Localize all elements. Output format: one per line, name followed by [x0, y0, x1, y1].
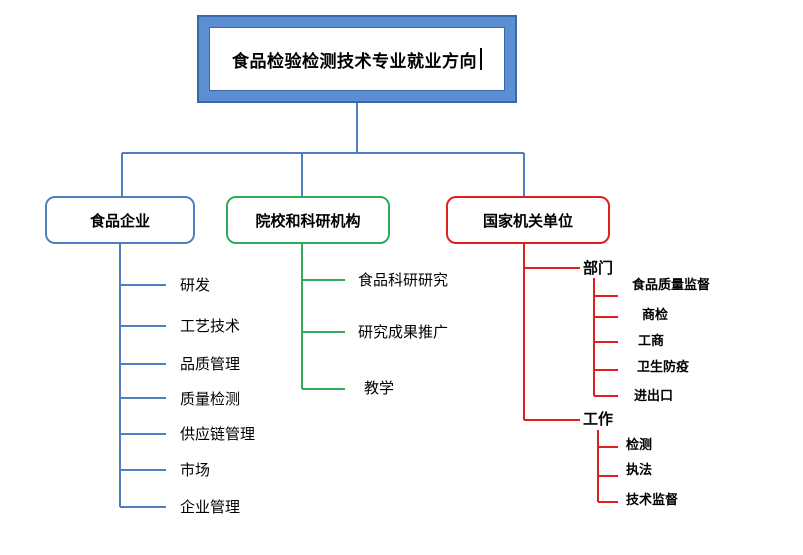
- category-label: 院校和科研机构: [255, 211, 361, 230]
- top-connectors: [121, 103, 525, 196]
- inst-item-research: 食品科研研究: [358, 271, 449, 289]
- gov-work-law-enforcement: 执法: [626, 463, 653, 478]
- institution-connectors: [301, 244, 345, 390]
- category-label: 食品企业: [89, 211, 150, 230]
- category-label: 国家机关单位: [482, 211, 573, 230]
- gov-dept-commerce: 工商: [638, 334, 665, 349]
- government-connectors: [523, 244, 618, 503]
- food-item-rnd: 研发: [180, 276, 211, 294]
- title-box: 食品检验检测技术专业就业方向: [197, 15, 517, 103]
- inst-item-promotion: 研究成果推广: [358, 323, 449, 341]
- inst-item-teaching: 教学: [364, 379, 395, 397]
- gov-dept-inspection: 商检: [642, 308, 669, 323]
- gov-group-work: 工作: [583, 410, 614, 428]
- category-institutions: 院校和科研机构: [226, 196, 390, 244]
- food-enterprise-connectors: [119, 244, 166, 508]
- gov-dept-import-export: 进出口: [634, 389, 674, 404]
- category-government: 国家机关单位: [446, 196, 610, 244]
- gov-dept-epidemic-prevention: 卫生防疫: [637, 360, 690, 375]
- food-item-quality-testing: 质量检测: [180, 390, 241, 408]
- food-item-supply-chain: 供应链管理: [180, 425, 256, 443]
- gov-dept-quality-supervision: 食品质量监督: [632, 278, 711, 293]
- food-item-enterprise-mgmt: 企业管理: [180, 498, 241, 516]
- food-item-quality-mgmt: 品质管理: [180, 355, 241, 373]
- gov-group-department: 部门: [583, 259, 614, 277]
- chart-title: 食品检验检测技术专业就业方向: [232, 51, 477, 72]
- gov-work-tech-supervision: 技术监督: [626, 493, 679, 508]
- title-inner: 食品检验检测技术专业就业方向: [209, 27, 505, 91]
- food-item-market: 市场: [180, 461, 211, 479]
- gov-work-testing: 检测: [626, 438, 653, 453]
- category-food-enterprise: 食品企业: [45, 196, 195, 244]
- food-item-process-tech: 工艺技术: [180, 317, 241, 335]
- text-cursor: [480, 48, 482, 70]
